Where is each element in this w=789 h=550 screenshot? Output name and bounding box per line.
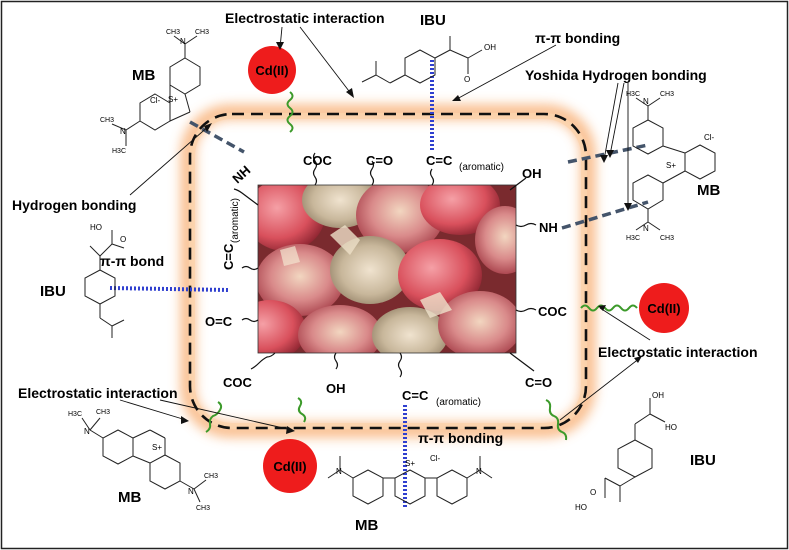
label-hydrogen-bonding: Hydrogen bonding [12, 197, 136, 213]
mb-tl-n1: N [180, 37, 186, 46]
mb-r-ch3b: CH3 [660, 235, 674, 242]
group-aromatic-bottom: (aromatic) [436, 397, 481, 408]
mb-bl-h3c: H3C [68, 411, 82, 418]
mb-label-right: MB [697, 182, 720, 199]
ibu-l-ho: HO [90, 223, 102, 232]
pi-pi-lines [109, 60, 434, 508]
arrow-heads [181, 42, 642, 434]
electrostatic-waves [205, 91, 638, 441]
mb-bl-n1: N [84, 427, 90, 436]
label-pi-bonding-top: π-π bonding [535, 30, 620, 46]
ibu-label-top: IBU [420, 12, 446, 29]
ibu-br-o: O [590, 488, 596, 497]
group-aromatic-left: (aromatic) [230, 198, 241, 243]
adsorbent-surface-boundary [188, 112, 588, 430]
ibu-structure-top [361, 36, 483, 84]
group-cc-top: C=C [426, 153, 453, 168]
group-coc-top: COC [303, 153, 333, 168]
mb-b-cl: Cl- [430, 454, 441, 463]
ibu-top-oh: OH [484, 43, 496, 52]
cd-label-right: Cd(II) [647, 301, 680, 316]
mb-tl-n2: N [120, 127, 126, 136]
mb-r-h3c2: H3C [626, 235, 640, 242]
mb-b-n2: N [476, 467, 482, 476]
mb-structure-bottom [327, 456, 493, 505]
ibu-label-bottomright: IBU [690, 452, 716, 469]
mb-bl-ch3c: CH3 [196, 505, 210, 512]
label-electrostatic-right: Electrostatic interaction [598, 344, 758, 360]
mb-r-h3c: H3C [626, 91, 640, 98]
mb-bl-s: S+ [152, 443, 162, 452]
mb-bl-ch3a: CH3 [96, 409, 110, 416]
cd-label-bottom: Cd(II) [273, 459, 306, 474]
mb-tl-ch3c: CH3 [100, 117, 114, 124]
group-cc-bottom: C=C [402, 388, 429, 403]
mb-tl-ch3a: CH3 [166, 29, 180, 36]
mb-label-bottom: MB [355, 517, 378, 534]
ibu-br-ho2: HO [575, 503, 587, 512]
group-oh-top: OH [522, 166, 542, 181]
mb-tl-cl: Cl- [150, 96, 161, 105]
label-yoshida: Yoshida Hydrogen bonding [525, 67, 707, 83]
mb-r-n1: N [643, 97, 649, 106]
label-pi-bond-left: π-π bond [100, 253, 164, 269]
ibu-structure-left [84, 230, 125, 338]
label-electrostatic-left: Electrostatic interaction [18, 385, 178, 401]
cd-ion-top: Cd(II) [248, 46, 296, 94]
mb-b-s: S+ [405, 459, 415, 468]
mb-r-n2: N [643, 224, 649, 233]
mb-structure-bottomleft [81, 417, 207, 503]
adsorbent-glow-inner [189, 113, 587, 429]
ibu-br-ho: HO [665, 423, 677, 432]
mb-structure-topleft [111, 35, 201, 146]
group-coc-right: COC [538, 304, 568, 319]
group-oc-left: O=C [205, 314, 233, 329]
ibu-structure-bottomright [604, 398, 666, 502]
mb-tl-ch3b: CH3 [195, 29, 209, 36]
label-electrostatic-top: Electrostatic interaction [225, 10, 385, 26]
group-oh-bottom: OH [326, 381, 346, 396]
mb-r-ch3a: CH3 [660, 91, 674, 98]
mb-bl-n2: N [188, 487, 194, 496]
mb-bl-ch3b: CH3 [204, 473, 218, 480]
cd-ion-right: Cd(II) [639, 283, 689, 333]
cd-ion-bottom: Cd(II) [263, 439, 317, 493]
annotation-arrows [119, 26, 651, 431]
group-nh-top: NH [229, 163, 253, 187]
mb-b-n1: N [336, 467, 342, 476]
adsorbent-glow [181, 105, 595, 437]
mb-tl-h3c: H3C [112, 148, 126, 155]
mb-label-topleft: MB [132, 67, 155, 84]
hydrogen-bond-lines [189, 120, 649, 230]
ibu-label-left: IBU [40, 283, 66, 300]
surface-linkers [233, 152, 537, 378]
mb-structure-right [632, 97, 716, 231]
pomegranate-peel-photo [258, 185, 516, 353]
group-aromatic-top: (aromatic) [459, 162, 504, 173]
mb-r-cl: Cl- [704, 133, 715, 142]
group-coc-bottom: COC [223, 375, 253, 390]
mb-r-s: S+ [666, 161, 676, 170]
ibu-br-oh: OH [652, 391, 664, 400]
group-cc-left: C=C [221, 243, 236, 270]
mb-tl-s: S+ [168, 95, 178, 104]
group-co-bottom: C=O [525, 375, 552, 390]
label-pi-bonding-bottom: π-π bonding [418, 430, 503, 446]
ibu-top-o: O [464, 75, 470, 84]
cd-label-top: Cd(II) [255, 63, 288, 78]
mb-label-bottomleft: MB [118, 489, 141, 506]
photo-frame [257, 184, 517, 354]
ibu-l-o: O [120, 235, 126, 244]
group-nh-right: NH [539, 220, 558, 235]
group-co-top: C=O [366, 153, 393, 168]
